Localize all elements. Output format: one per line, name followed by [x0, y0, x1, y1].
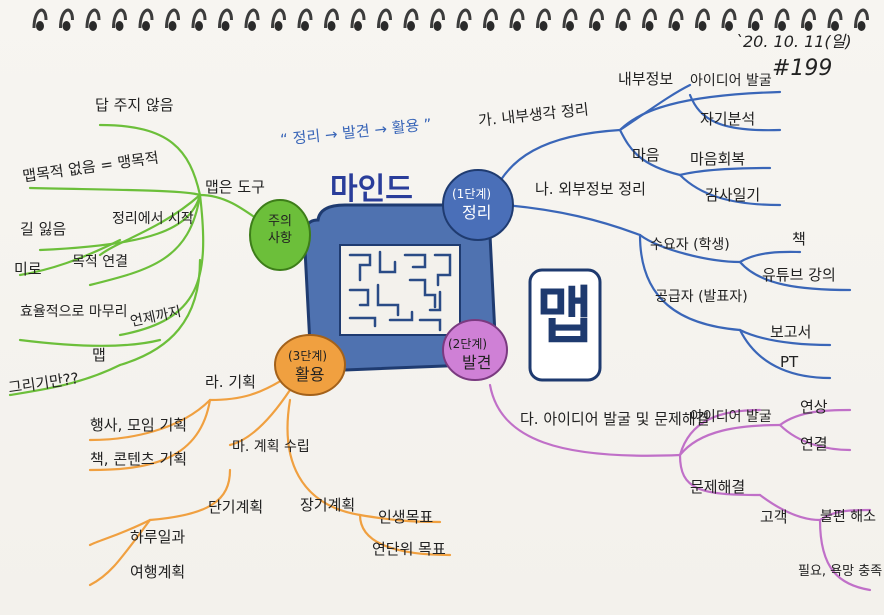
blue-b1b: 유튜브 강의	[762, 268, 836, 283]
green-b1: 답 주지 않음	[95, 98, 174, 113]
purple-c1: 아이디어 발굴	[690, 410, 772, 424]
tips-node-label-1: 주의	[268, 215, 292, 228]
date-text: `20. 10. 11(일)	[735, 34, 852, 50]
blue-b2b: PT	[780, 355, 798, 370]
blue-b: 나. 외부정보 정리	[535, 182, 646, 197]
center-title-2: 맵	[536, 285, 593, 347]
blue-a2b: 감사일기	[705, 188, 760, 203]
blue-a1a: 아이디어 발굴	[690, 74, 772, 88]
purple-c3b: 필요, 욕망 충족	[798, 565, 882, 578]
page-number: #199	[772, 58, 832, 80]
orange-c: 마. 계획 수립	[232, 440, 310, 454]
tips-node-label-2: 사항	[268, 232, 292, 245]
purple-c1b: 연결	[800, 437, 828, 452]
green-b4: 정리에서 시작	[112, 212, 194, 226]
purple-c3: 고객	[760, 510, 788, 525]
green-b9: 맵	[92, 348, 106, 363]
step1-node-label-2: 정리	[462, 205, 491, 221]
orange-d2: 여행계획	[130, 565, 185, 580]
blue-a2a: 마음회복	[690, 152, 745, 167]
blue-a1b: 자기분석	[700, 112, 755, 127]
center-title: 마인드	[330, 175, 413, 205]
orange-e2: 연단위 목표	[372, 542, 446, 557]
purple-c1a: 연상	[800, 400, 828, 415]
step3-node-label-1: (3단계)	[288, 350, 327, 362]
green-b5: 미로	[14, 262, 42, 277]
orange-a: 행사, 모임 기획	[90, 418, 187, 433]
blue-b2: 공급자 (발표자)	[655, 290, 748, 304]
step2-node-label-1: (2단계)	[448, 338, 487, 350]
green-b7: 효율적으로 마무리	[20, 305, 128, 319]
orange-d: 단기계획	[208, 500, 263, 515]
step2-node-label-2: 발견	[462, 355, 491, 371]
blue-b2a: 보고서	[770, 325, 811, 340]
purple-main: 다. 아이디어 발굴 및 문제해결	[520, 412, 709, 427]
green-main: 맵은 도구	[205, 180, 265, 195]
blue-b1: 수요자 (학생)	[650, 238, 730, 252]
blue-a2: 마음	[632, 148, 660, 163]
orange-d1: 하루일과	[130, 530, 185, 545]
orange-main: 라. 기획	[205, 375, 256, 390]
green-b6: 목적 연결	[72, 255, 128, 269]
blue-a1: 내부정보	[618, 72, 673, 87]
step3-node-label-2: 활용	[295, 367, 324, 383]
orange-e: 장기계획	[300, 498, 355, 513]
green-b3: 길 잃음	[20, 222, 66, 237]
purple-c2: 문제해결	[690, 480, 745, 495]
orange-b: 책, 콘텐츠 기획	[90, 452, 187, 467]
step1-node-label-1: (1단계)	[452, 188, 491, 200]
blue-b1a: 책	[792, 232, 806, 247]
orange-e1: 인생목표	[378, 510, 433, 525]
purple-c3a: 불편 해소	[820, 510, 876, 524]
